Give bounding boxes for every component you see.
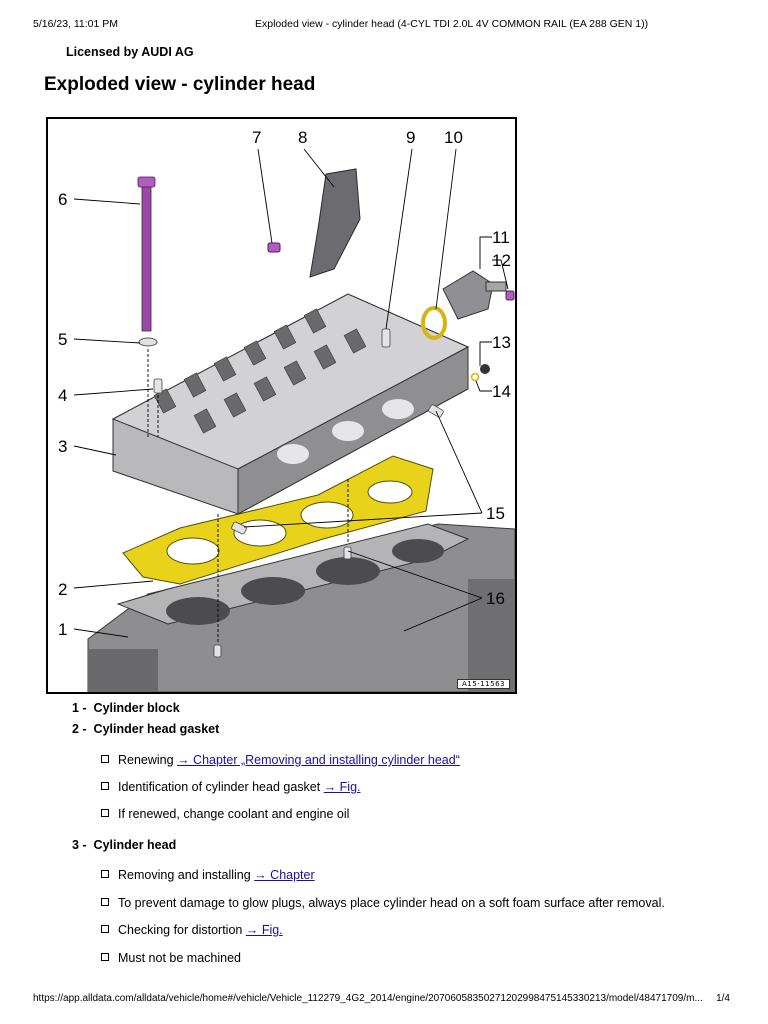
callout-12: 12 — [492, 251, 511, 270]
callout-13: 13 — [492, 333, 511, 352]
note-text: Must not be machined — [118, 951, 241, 965]
callout-9: 9 — [406, 128, 415, 147]
chapter-link[interactable]: → Chapter „Removing and installing cylin… — [177, 753, 460, 767]
note-row: Checking for distortion → Fig. — [101, 923, 283, 937]
list-item-3: 3 - Cylinder head — [72, 838, 176, 852]
checkbox-icon — [101, 782, 109, 790]
checkbox-icon — [101, 953, 109, 961]
print-date: 5/16/23, 11:01 PM — [33, 18, 119, 30]
item-title: Cylinder head — [93, 838, 177, 852]
fig-link[interactable]: → Fig. — [323, 780, 361, 794]
list-item-1: 1 - Cylinder block — [72, 701, 180, 715]
checkbox-icon — [101, 809, 109, 817]
callout-7: 7 — [252, 128, 261, 147]
item-number: 3 - — [72, 838, 87, 852]
coolant-flange-drawing — [442, 270, 515, 320]
note-text: Identification of cylinder head gasket — [118, 780, 324, 794]
figure-reference: A15-11563 — [457, 679, 510, 689]
checkbox-icon — [101, 755, 109, 763]
note-row: Renewing → Chapter „Removing and install… — [101, 753, 460, 767]
list-item-2: 2 - Cylinder head gasket — [72, 722, 219, 736]
fig-link[interactable]: → Fig. — [245, 923, 283, 937]
note-text: Checking for distortion — [118, 923, 246, 937]
note-text: If renewed, change coolant and engine oi… — [118, 807, 350, 821]
note-text: Renewing — [118, 753, 178, 767]
item-title: Cylinder head gasket — [93, 722, 220, 736]
cylinder-head-bolt-drawing — [137, 176, 158, 347]
note-row: Identification of cylinder head gasket →… — [101, 780, 361, 794]
license-notice: Licensed by AUDI AG — [66, 45, 194, 59]
callout-15: 15 — [486, 504, 505, 523]
print-footer: https://app.alldata.com/alldata/vehicle/… — [33, 993, 730, 1006]
callout-3: 3 — [58, 437, 67, 456]
callout-14: 14 — [492, 382, 511, 401]
item-number: 1 - — [72, 701, 87, 715]
cylinder-head-drawing — [111, 293, 470, 515]
note-text: To prevent damage to glow plugs, always … — [118, 896, 665, 910]
callout-8: 8 — [298, 128, 307, 147]
callout-11: 11 — [492, 228, 510, 247]
note-row: To prevent damage to glow plugs, always … — [101, 896, 665, 910]
note-row: Must not be machined — [101, 951, 241, 965]
item-number: 2 - — [72, 722, 87, 736]
callout-2: 2 — [58, 580, 67, 599]
bracket-drawing — [267, 168, 361, 278]
note-text: Removing and installing — [118, 868, 255, 882]
page-title: Exploded view - cylinder head — [44, 74, 316, 95]
callout-1: 1 — [58, 620, 67, 639]
callout-5: 5 — [58, 330, 67, 349]
page-number: 1/4 — [716, 993, 730, 1004]
page-url: https://app.alldata.com/alldata/vehicle/… — [33, 993, 703, 1004]
note-row: Removing and installing → Chapter — [101, 868, 315, 882]
exploded-view-diagram: 1 2 3 4 5 6 7 8 9 10 11 12 13 14 15 16 — [58, 128, 515, 692]
note-row: If renewed, change coolant and engine oi… — [101, 807, 349, 821]
checkbox-icon — [101, 898, 109, 906]
checkbox-icon — [101, 925, 109, 933]
callout-10: 10 — [444, 128, 463, 147]
cylinder-block-drawing — [87, 523, 515, 692]
callout-6: 6 — [58, 190, 67, 209]
print-doc-title: Exploded view - cylinder head (4-CYL TDI… — [255, 18, 649, 30]
item-title: Cylinder block — [93, 701, 180, 715]
callout-4: 4 — [58, 386, 67, 405]
chapter-link[interactable]: → Chapter — [254, 868, 315, 882]
print-header: 5/16/23, 11:01 PM Exploded view - cylind… — [33, 18, 728, 32]
checkbox-icon — [101, 870, 109, 878]
callout-16: 16 — [486, 589, 505, 608]
exploded-view-figure: 1 2 3 4 5 6 7 8 9 10 11 12 13 14 15 16 A… — [46, 117, 517, 694]
